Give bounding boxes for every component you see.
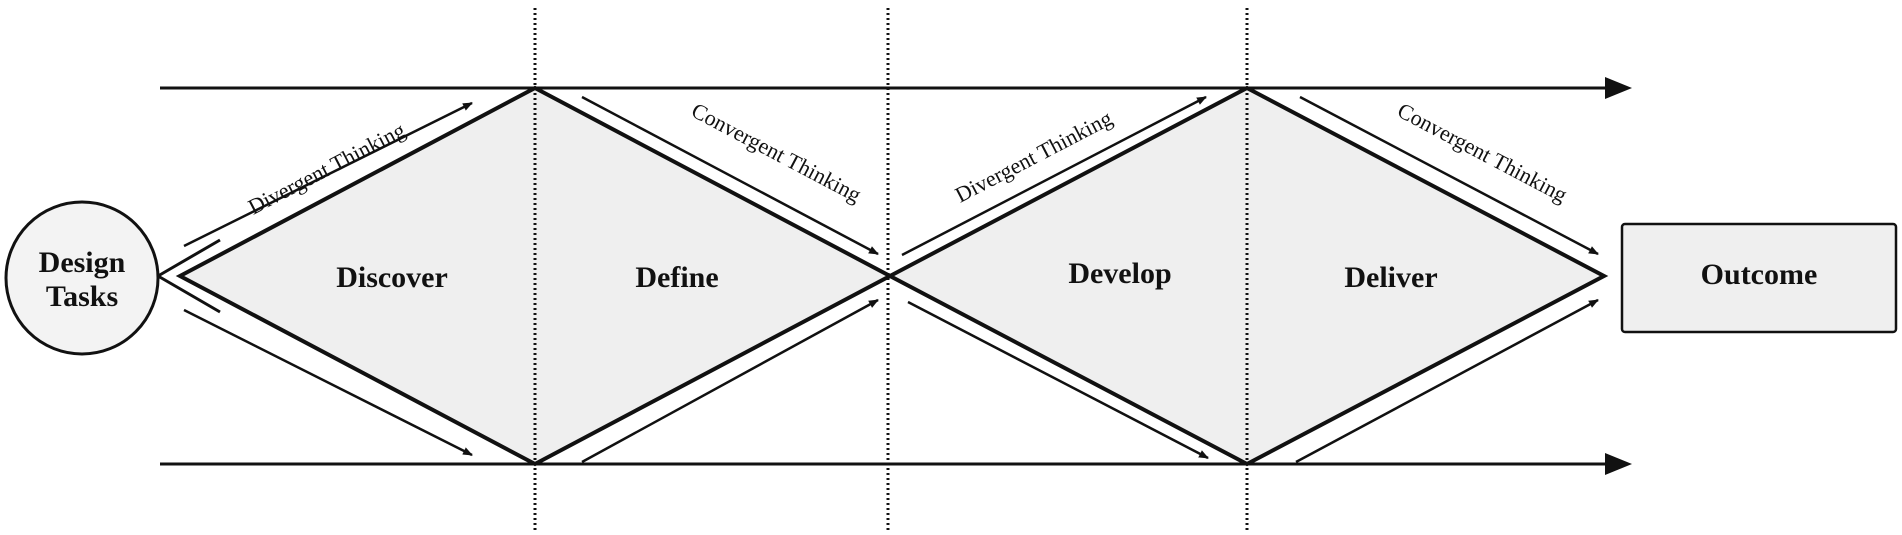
discover-divergent-arrow <box>183 101 473 248</box>
discover-lower-arrow <box>183 308 473 457</box>
design-tasks-circle <box>4 200 160 356</box>
define-lower-arrow <box>581 298 879 464</box>
start-connector-bottom <box>157 274 221 314</box>
phase-define-label: Define <box>635 261 718 294</box>
top-timeline-arrowhead <box>1605 77 1632 99</box>
deliver-convergent-arrow <box>1299 95 1599 256</box>
second-diamond <box>885 85 1609 467</box>
bottom-timeline-arrowhead <box>1605 453 1632 475</box>
outcome-box <box>1620 222 1898 334</box>
deliver-lower-arrow <box>1295 298 1599 464</box>
phase-develop-label: Develop <box>1068 257 1171 290</box>
start-connector-top <box>157 238 221 278</box>
develop-lower-arrow <box>907 300 1209 460</box>
design-tasks-line2: Tasks <box>46 280 118 313</box>
phase-discover-label: Discover <box>336 261 448 294</box>
phase-deliver-label: Deliver <box>1344 261 1437 294</box>
outcome-label: Outcome <box>1701 258 1818 291</box>
develop-divergent-arrow <box>901 95 1207 257</box>
design-tasks-line1: Design <box>39 246 126 279</box>
define-convergent-arrow <box>581 95 879 256</box>
